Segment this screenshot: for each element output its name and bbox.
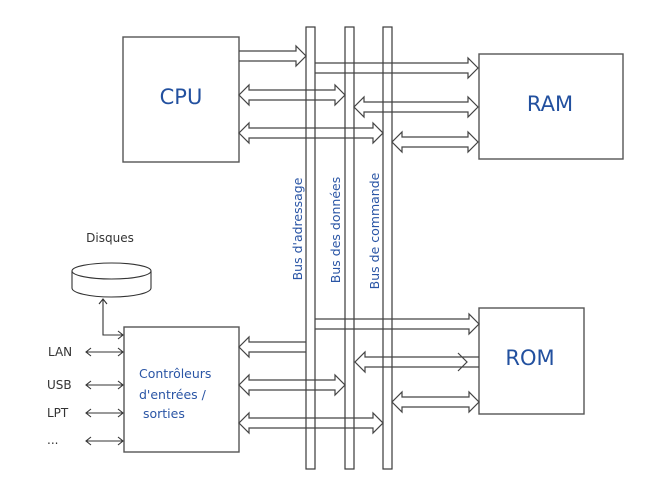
lpt-double-arrow (85, 408, 124, 418)
rom-command-bus-double-arrow (391, 390, 480, 414)
lan-double-arrow (85, 347, 124, 357)
io-controller-label-line1: Contrôleurs (139, 366, 211, 381)
ram-box (478, 53, 624, 160)
ram-data-bus-double-arrow (353, 95, 479, 119)
rom-data-chevron-icon (457, 352, 468, 372)
io-data-bus-double-arrow (238, 373, 346, 397)
cpu-command-bus-double-arrow (238, 121, 384, 145)
port-label-lpt: LPT (47, 406, 69, 420)
disk-io-arrow (98, 298, 124, 340)
disk-icon (71, 262, 152, 298)
io-controller-label-line2: d'entrées / (139, 387, 207, 402)
address-bus-to-rom-arrow (315, 312, 480, 336)
cpu-label: CPU (160, 85, 203, 109)
port-lan: LAN (48, 345, 124, 359)
command-bus-label: Bus de commande (367, 172, 382, 289)
address-bus-to-io-arrow (238, 335, 306, 359)
usb-double-arrow (85, 380, 124, 390)
port-usb: USB (47, 378, 124, 392)
cpu-data-bus-double-arrow (238, 83, 346, 107)
data-bus-label: Bus des données (328, 177, 343, 283)
ram-command-bus-double-arrow (391, 130, 479, 154)
disk-label: Disques (86, 231, 134, 245)
io-command-bus-double-arrow (238, 411, 384, 435)
port-lpt: LPT (47, 406, 124, 420)
port-label-lan: LAN (48, 345, 72, 359)
cpu-to-address-bus-arrow (239, 44, 307, 68)
address-bus-to-ram-arrow (315, 56, 479, 80)
rom-to-data-bus-arrow (354, 350, 479, 374)
data-bus (344, 26, 355, 470)
ram-label: RAM (527, 92, 573, 116)
port-label-usb: USB (47, 378, 72, 392)
other-double-arrow (85, 436, 124, 446)
io-controller-box (123, 326, 240, 453)
io-controller-label-line3: sorties (139, 406, 185, 421)
cpu-box (122, 36, 240, 163)
address-bus-label: Bus d'adressage (290, 177, 305, 280)
rom-box (478, 307, 585, 415)
address-bus (305, 26, 316, 470)
port-label-other: ... (47, 433, 58, 447)
rom-label: ROM (505, 346, 554, 370)
command-bus (382, 26, 393, 470)
port-other: ... (47, 433, 124, 447)
